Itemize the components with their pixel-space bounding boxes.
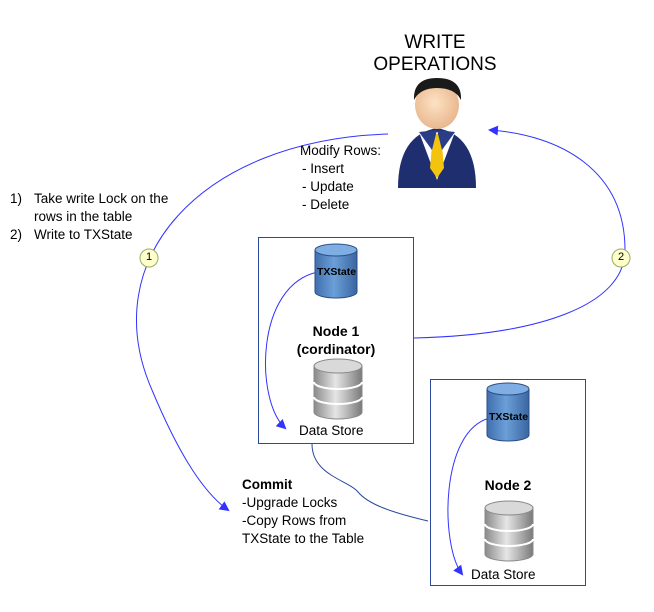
arrow-node1-txstate-to-datastore <box>265 271 319 430</box>
diagram-title: WRITE OPERATIONS <box>352 32 518 76</box>
node2-box <box>430 379 586 586</box>
commit-text: Commit -Upgrade Locks -Copy Rows from TX… <box>242 476 364 548</box>
node2-datastore-label: Data Store <box>471 567 536 582</box>
modify-heading: Modify Rows: <box>300 143 382 158</box>
modify-rows-text: Modify Rows: - Insert - Update - Delete <box>300 142 381 214</box>
node-connector <box>311 443 429 522</box>
step-1-text-2: rows in the table <box>34 209 133 224</box>
node2-txstate-label: TXState <box>489 411 529 423</box>
title-line-2: OPERATIONS <box>373 54 497 75</box>
node1-datastore-label: Data Store <box>299 423 364 438</box>
marker-1-circle <box>139 248 159 268</box>
modify-item-update: - Update <box>302 179 354 194</box>
node2-datastore-cylinder <box>484 500 534 562</box>
node1-title-line-1: Node 1 <box>312 323 360 339</box>
arrow-node2-txstate-to-datastore <box>447 417 491 576</box>
node2-txstate-cylinder <box>486 382 530 442</box>
title-line-1: WRITE <box>404 32 466 53</box>
node1-box <box>258 237 414 444</box>
commit-line-3: TXState to the Table <box>242 531 365 546</box>
step-1-text-1: Take write Lock on the <box>34 191 169 206</box>
commit-line-2: -Copy Rows from <box>242 513 347 528</box>
step-1-line-1: 1) Take write Lock on the <box>10 190 168 208</box>
modify-item-delete: - Delete <box>302 197 350 212</box>
step-2-line-1: 2) Write to TXState <box>10 226 168 244</box>
node1-txstate-label: TXState <box>317 266 357 278</box>
node1-title-line-2: (cordinator) <box>296 341 376 357</box>
node1-datastore-cylinder <box>313 358 363 420</box>
marker-2-circle <box>611 248 631 268</box>
step-2-number: 2) <box>10 227 23 242</box>
steps-list: 1) Take write Lock on the rows in the tab… <box>10 190 168 244</box>
step-1-number: 1) <box>10 191 23 206</box>
modify-item-insert: - Insert <box>302 161 345 176</box>
arrow-1 <box>136 133 389 512</box>
node1-title: Node 1 (cordinator) <box>268 322 404 358</box>
node2-title: Node 2 <box>484 477 532 493</box>
marker-2-label: 2 <box>617 251 625 263</box>
step-2-text-1: Write to TXState <box>34 227 133 242</box>
node1-txstate-cylinder <box>314 243 358 299</box>
commit-heading: Commit <box>242 477 293 492</box>
marker-1-label: 1 <box>145 251 153 263</box>
commit-line-1: -Upgrade Locks <box>242 495 338 510</box>
user-icon <box>398 78 476 188</box>
